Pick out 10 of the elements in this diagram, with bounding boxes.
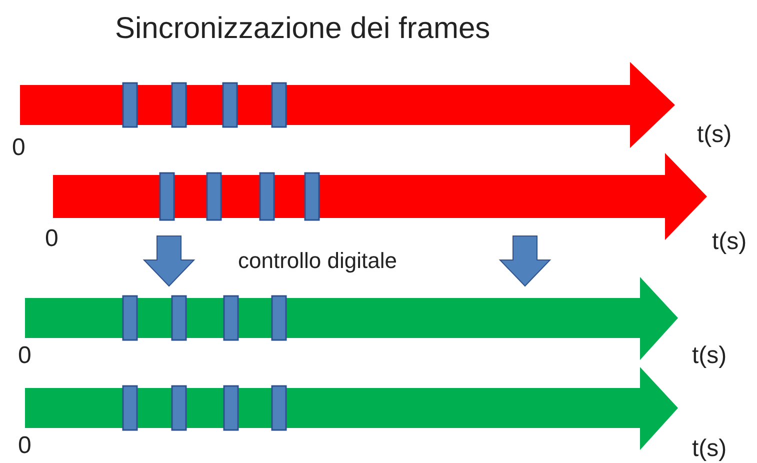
time-axis-label: t(s) (697, 123, 732, 147)
time-origin-label: 0 (45, 227, 58, 251)
diagram-title: Sincronizzazione dei frames (115, 14, 490, 44)
time-origin-label: 0 (18, 344, 32, 368)
caption-text: controllo digitale (238, 250, 397, 272)
time-axis-label: t(s) (692, 437, 727, 461)
time-origin-label: 0 (12, 136, 26, 160)
time-axis-label: t(s) (692, 344, 727, 368)
time-axis-label: t(s) (712, 230, 747, 254)
time-origin-label: 0 (18, 434, 32, 458)
